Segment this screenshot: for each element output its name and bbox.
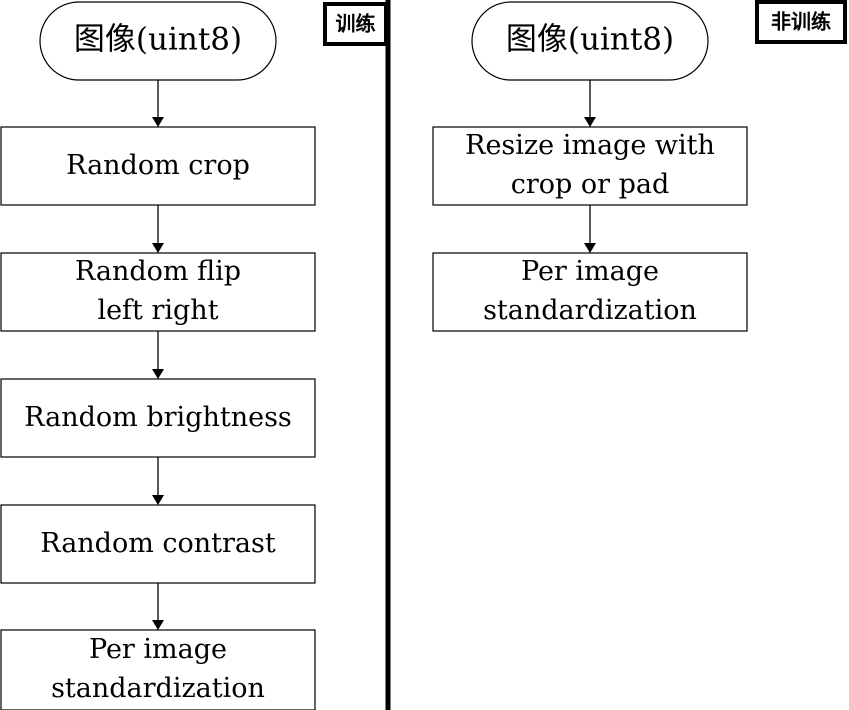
svg-text:Per image: Per image xyxy=(89,634,227,665)
training-step-random-crop: Random crop xyxy=(0,126,316,206)
svg-text:Random brightness: Random brightness xyxy=(24,402,292,433)
svg-text:Resize image with: Resize image with xyxy=(465,130,715,161)
svg-text:Random crop: Random crop xyxy=(66,150,250,181)
inference-panel: 非训练 图像(uint8) Resize image with crop or … xyxy=(432,0,847,332)
svg-text:standardization: standardization xyxy=(51,673,265,704)
step-text-line: Random brightness xyxy=(24,402,292,433)
svg-text:crop or pad: crop or pad xyxy=(511,169,670,200)
step-text-line: Resize image with xyxy=(465,130,715,161)
training-start-node: 图像(uint8) xyxy=(39,1,277,81)
step-text-line: Random crop xyxy=(66,150,250,181)
training-label-tag: 训练 xyxy=(323,2,388,46)
inference-start-node: 图像(uint8) xyxy=(471,1,709,81)
training-label: 训练 xyxy=(336,12,376,36)
training-step-random-contrast: Random contrast xyxy=(0,504,316,584)
inference-label-tag: 非训练 xyxy=(755,0,847,44)
training-step-per-image-standardization: Per image standardization xyxy=(0,629,316,710)
step-text-line: Random flip xyxy=(75,256,241,287)
training-panel: 训练 图像(uint8) Random crop Random flip lef… xyxy=(0,1,388,710)
svg-text:Per image: Per image xyxy=(521,256,659,287)
svg-text:Random contrast: Random contrast xyxy=(40,528,276,559)
inference-step-per-image-standardization: Per image standardization xyxy=(432,252,748,332)
step-text-line: Random contrast xyxy=(40,528,276,559)
step-text-line: standardization xyxy=(51,673,265,704)
step-text-line: Per image xyxy=(521,256,659,287)
step-text-line: left right xyxy=(97,295,218,326)
training-step-random-brightness: Random brightness xyxy=(0,378,316,458)
inference-step-resize-crop-pad: Resize image with crop or pad xyxy=(432,126,748,206)
svg-text:standardization: standardization xyxy=(483,295,697,326)
step-text-line: standardization xyxy=(483,295,697,326)
training-step-random-flip: Random flip left right xyxy=(0,252,316,332)
step-text-line: Per image xyxy=(89,634,227,665)
training-start-text: 图像(uint8) xyxy=(74,22,242,58)
step-text-line: crop or pad xyxy=(511,169,670,200)
inference-label: 非训练 xyxy=(771,10,831,34)
inference-start-text: 图像(uint8) xyxy=(506,22,674,58)
svg-text:left right: left right xyxy=(97,295,218,326)
svg-text:Random flip: Random flip xyxy=(75,256,241,287)
